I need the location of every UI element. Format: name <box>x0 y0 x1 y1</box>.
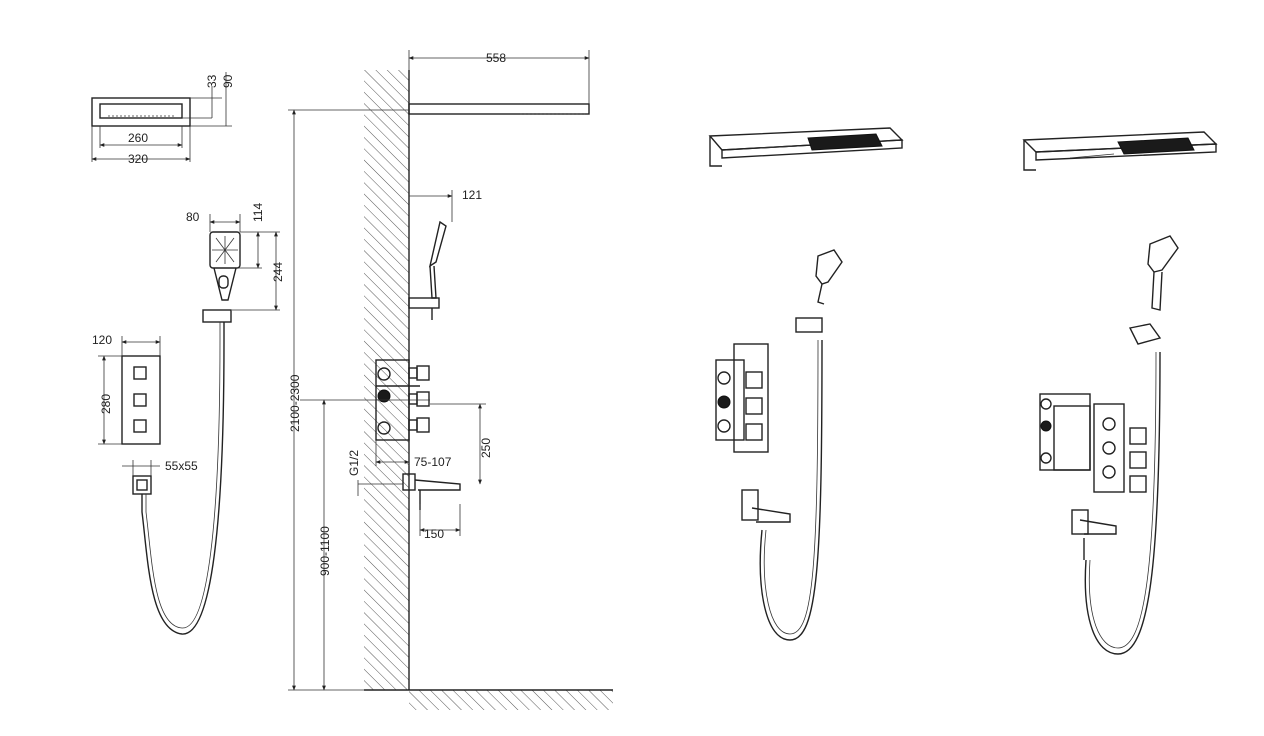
dim-75-107: 75-107 <box>414 455 452 469</box>
dim-320: 320 <box>128 152 148 166</box>
dim-558: 558 <box>486 51 506 65</box>
height-dimensions <box>288 109 409 691</box>
dim-150: 150 <box>424 527 444 541</box>
dim-33: 33 <box>205 74 219 88</box>
dim-2100-2300: 2100-2300 <box>288 374 302 432</box>
dim-121: 121 <box>462 188 482 202</box>
hand-shower-side <box>408 190 453 320</box>
thermostat-panel-front-view <box>98 336 161 445</box>
rain-head-top-view <box>91 72 232 162</box>
hand-shower-front-view <box>202 214 280 323</box>
dim-260: 260 <box>128 131 148 145</box>
dim-280: 280 <box>99 394 113 414</box>
rain-head-side <box>408 50 590 115</box>
dim-80: 80 <box>186 210 200 224</box>
dim-244: 244 <box>271 262 285 282</box>
wall-section <box>364 70 613 710</box>
valve-box-side <box>300 359 486 536</box>
dim-55x55: 55x55 <box>165 459 198 473</box>
dim-250: 250 <box>479 438 493 458</box>
assembled-set-perspective <box>708 127 904 641</box>
wall-elbow-and-hose <box>122 322 225 635</box>
dim-114: 114 <box>251 203 265 222</box>
dim-90: 90 <box>221 74 235 88</box>
dim-g12: G1/2 <box>347 450 361 476</box>
exploded-set-perspective <box>1022 131 1218 655</box>
dim-120: 120 <box>92 333 112 347</box>
dim-900-1100: 900-1100 <box>318 526 332 576</box>
